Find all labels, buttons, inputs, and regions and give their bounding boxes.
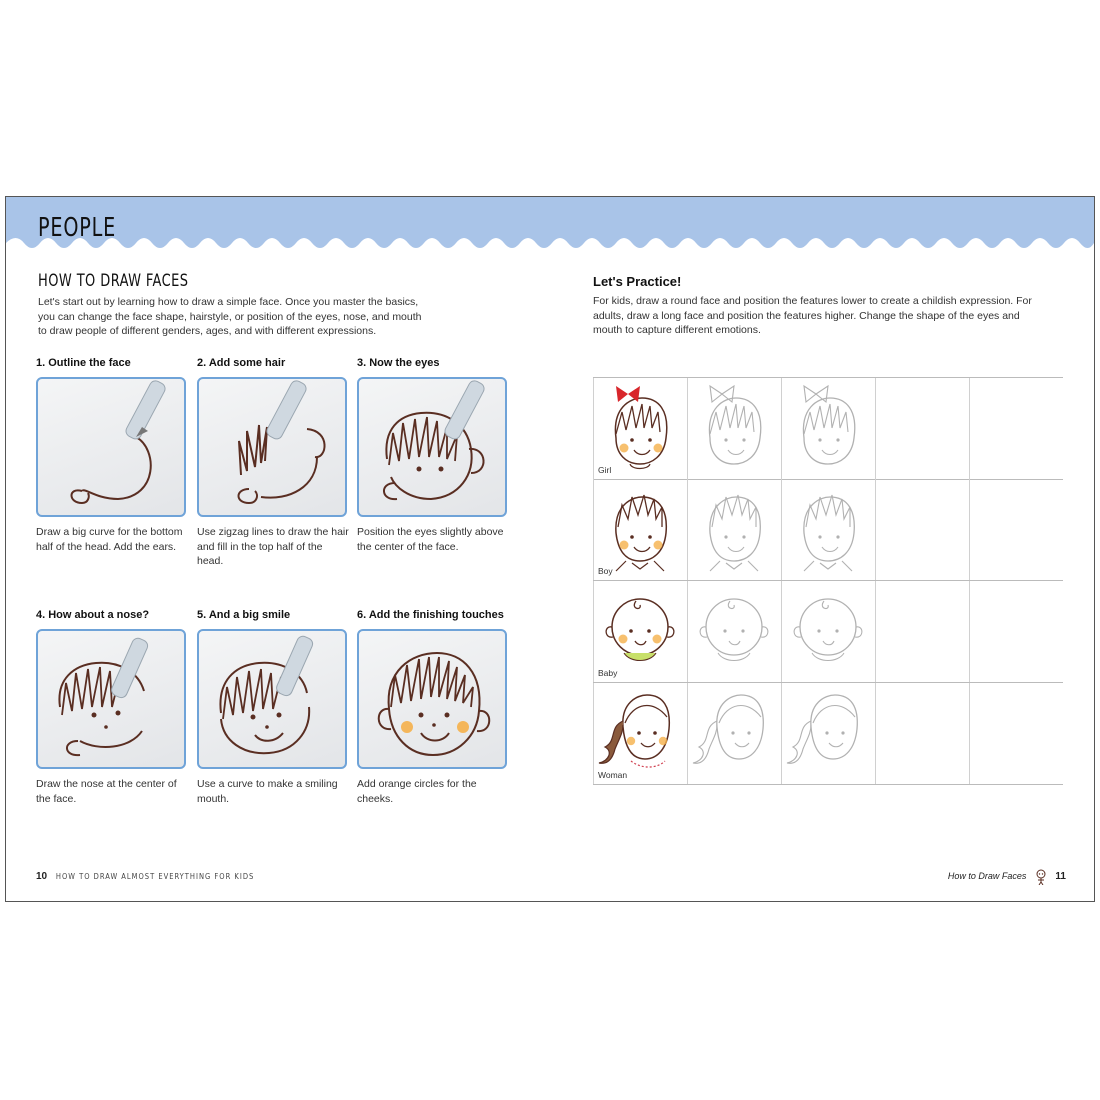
step-6-illustration bbox=[357, 629, 507, 769]
step-title: 4. How about a nose? bbox=[36, 609, 150, 621]
step-title: 6. Add the finishing touches bbox=[357, 609, 504, 621]
row-label: Girl bbox=[598, 465, 612, 475]
step-1: 1. Outline the face Draw a big curve for… bbox=[36, 357, 188, 554]
step-description: Draw the nose at the center of the face. bbox=[36, 778, 177, 805]
step-1-illustration bbox=[36, 377, 186, 517]
step-2-illustration bbox=[197, 377, 347, 517]
baby-drawings bbox=[605, 598, 863, 662]
practice-paragraph: For kids, draw a round face and position… bbox=[593, 295, 1032, 336]
step-3-illustration bbox=[357, 377, 507, 517]
step-title: 1. Outline the face bbox=[36, 357, 131, 369]
row-label: Baby bbox=[598, 668, 618, 678]
step-title: 5. And a big smile bbox=[197, 609, 291, 621]
boy-drawings bbox=[615, 494, 855, 572]
step-5: 5. And a big smile Use a curve to make a… bbox=[197, 609, 349, 806]
step-description: Use a curve to make a smiling mouth. bbox=[197, 778, 338, 805]
step-description: Use zigzag lines to draw the hair and fi… bbox=[197, 526, 349, 567]
row-label: Boy bbox=[598, 566, 613, 576]
step-4-illustration bbox=[36, 629, 186, 769]
section-title: PEOPLE bbox=[38, 213, 117, 243]
woman-drawings bbox=[598, 694, 858, 768]
step-title: 3. Now the eyes bbox=[357, 357, 440, 369]
practice-row-boy: Boy bbox=[593, 479, 1063, 581]
row-label: Woman bbox=[598, 770, 628, 780]
book-spread: PEOPLE HOW TO DRAW FACES Let's start out… bbox=[5, 196, 1095, 902]
practice-grid: Girl bbox=[593, 377, 1063, 787]
page-number-right: 11 bbox=[1055, 871, 1066, 883]
step-description: Add orange circles for the cheeks. bbox=[357, 778, 477, 805]
step-4: 4. How about a nose? Draw the nose at th… bbox=[36, 609, 188, 806]
step-description: Position the eyes slightly above the cen… bbox=[357, 526, 504, 553]
header-banner bbox=[6, 197, 1094, 248]
practice-title: Let's Practice! bbox=[593, 274, 682, 289]
step-description: Draw a big curve for the bottom half of … bbox=[36, 526, 183, 553]
practice-row-baby: Baby bbox=[593, 581, 1063, 683]
step-2: 2. Add some hair Use zigzag lines to dra… bbox=[197, 357, 349, 569]
person-icon bbox=[1036, 869, 1046, 885]
chapter-title: How to Draw Faces bbox=[947, 871, 1027, 882]
footer-right: How to Draw Faces 11 bbox=[948, 869, 1066, 885]
step-3: 3. Now the eyes Position the eyes slight… bbox=[357, 357, 509, 554]
page-heading: HOW TO DRAW FACES bbox=[38, 271, 189, 291]
practice-row-girl: Girl bbox=[593, 377, 1063, 480]
footer-left: 10 HOW TO DRAW ALMOST EVERYTHING FOR KID… bbox=[36, 871, 254, 882]
step-6: 6. Add the finishing touches Add orange … bbox=[357, 609, 509, 806]
girl-drawings bbox=[614, 384, 856, 470]
practice-row-woman: Woman bbox=[593, 683, 1063, 785]
page-number-left: 10 bbox=[36, 871, 48, 882]
step-title: 2. Add some hair bbox=[197, 357, 286, 369]
step-5-illustration bbox=[197, 629, 347, 769]
book-title: HOW TO DRAW ALMOST EVERYTHING FOR KIDS bbox=[55, 872, 255, 881]
intro-paragraph: Let's start out by learning how to draw … bbox=[38, 296, 422, 337]
